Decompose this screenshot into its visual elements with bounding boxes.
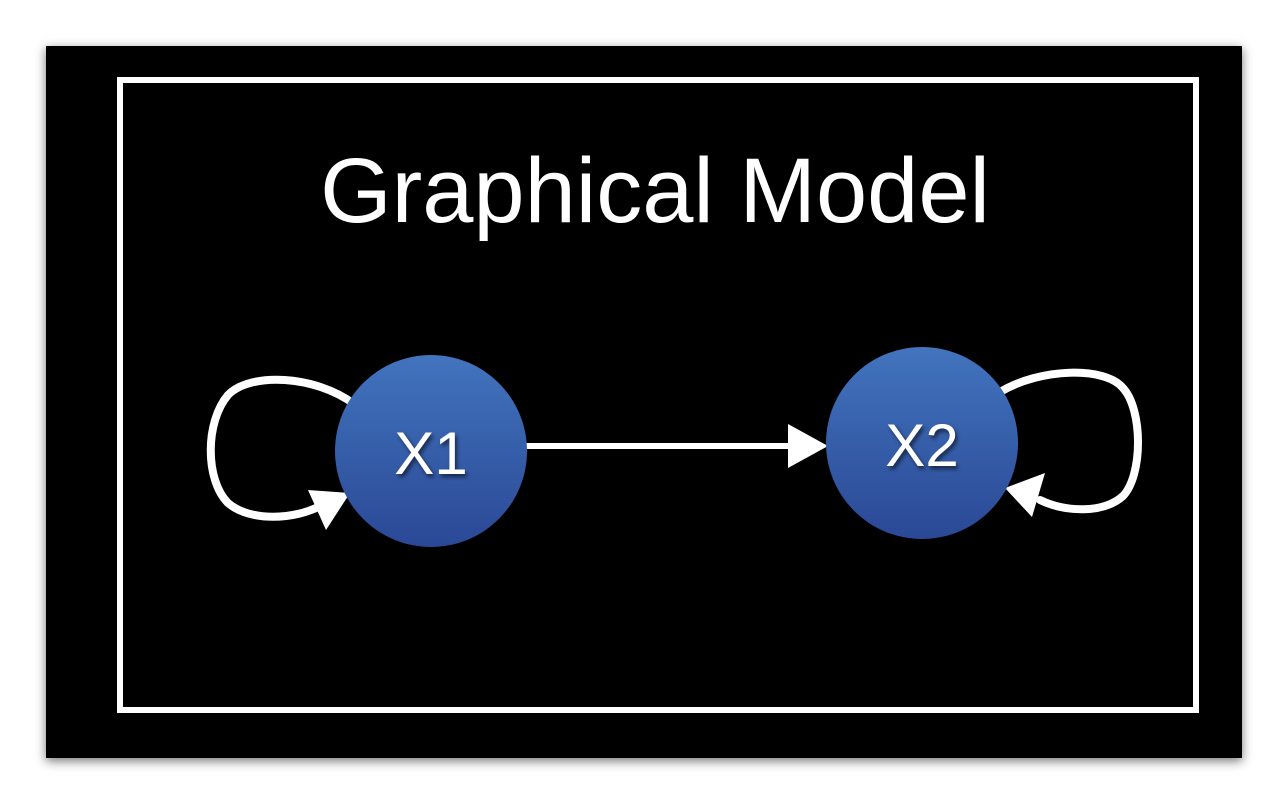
node-x1: X1 [335, 355, 527, 547]
node-x2: X2 [826, 347, 1018, 539]
edge-x1-to-x2 [526, 424, 828, 468]
edge-x2-self-loop [996, 368, 1142, 517]
node-x1-label: X1 [394, 420, 467, 487]
diagram-title: Graphical Model [320, 140, 990, 242]
node-x2-label: X2 [885, 412, 958, 479]
slide-background [46, 46, 1242, 758]
diagram-frame [117, 77, 1199, 713]
edge-x1-self-loop [206, 375, 358, 530]
